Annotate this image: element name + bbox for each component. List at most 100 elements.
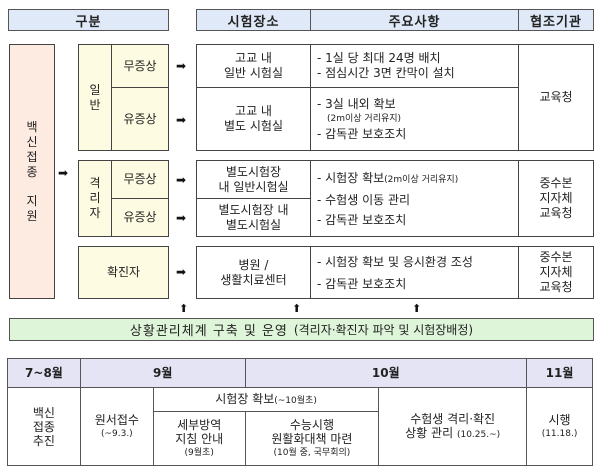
month-sep: 9월 bbox=[79, 358, 246, 388]
month-nov: 11월 bbox=[526, 358, 593, 388]
measures-cell: 수능시행 원활화대책 마련 (10월 중, 국무회의) bbox=[244, 411, 380, 466]
group-label-char: 반 bbox=[89, 97, 101, 112]
key-points-isolated: - 시험장 확보(2m이상 거리유지) - 수험생 이동 관리 - 감독관 보호… bbox=[310, 160, 519, 237]
vaccine-support-char: 신 bbox=[26, 134, 38, 149]
group-label-char: 격 bbox=[89, 176, 101, 190]
arrow-up-icon: ⬆ bbox=[292, 302, 302, 315]
arrow-right-icon: ➡ bbox=[176, 173, 187, 187]
arrow-right-icon: ➡ bbox=[176, 59, 187, 73]
key-point: - 3실 내외 확보 bbox=[317, 96, 396, 111]
group-general-label: 일 반 bbox=[78, 44, 112, 151]
venue-separate-site-separate-room: 별도시험장 내 별도시험실 bbox=[196, 198, 311, 237]
key-point: - 시험장 확보 및 응시환경 조성 bbox=[317, 254, 473, 269]
venue-line: 별도시험장 bbox=[225, 164, 282, 179]
arrow-up-icon: ⬆ bbox=[412, 302, 422, 315]
student-management-cell: 수험생 격리·확진 상황 관리 (10.25.~) bbox=[378, 387, 528, 466]
header-key-points: 주요사항 bbox=[310, 9, 519, 31]
cell-line: 수능시행 bbox=[289, 417, 335, 432]
application-cell: 원서접수 (~9.3.) bbox=[79, 387, 154, 466]
venue-secure-cell: 시험장 확보(~10월초) bbox=[152, 387, 380, 412]
vaccine-support-char: 백 bbox=[26, 119, 38, 134]
agency-general: 교육청 bbox=[518, 44, 594, 151]
month-jul-aug: 7~8월 bbox=[7, 358, 81, 388]
situation-management-text: 상황관리체계 구축 및 운영 bbox=[129, 324, 288, 339]
agency-line: 교육청 bbox=[539, 206, 573, 220]
symptom-asymptomatic: 무증상 bbox=[111, 160, 169, 199]
month-oct: 10월 bbox=[244, 358, 528, 388]
cell-line: 수험생 격리·확진 bbox=[410, 411, 496, 426]
header-cooperating-agency: 협조기관 bbox=[518, 9, 594, 31]
venue-school-general-room: 고교 내 일반 시험실 bbox=[196, 44, 311, 88]
agency-line: 지자체 bbox=[539, 191, 573, 205]
group-label-char: 자 bbox=[89, 206, 101, 220]
vaccine-support-char: 접 bbox=[26, 149, 38, 164]
key-points-general-asymptomatic: - 1실 당 최대 24명 배치 - 점심시간 3면 칸막이 설치 bbox=[310, 44, 519, 88]
agency-line: 중수본 bbox=[539, 176, 573, 190]
symptom-asymptomatic: 무증상 bbox=[111, 44, 169, 88]
vaccine-support-box: 백 신 접 종 지 원 bbox=[9, 44, 55, 299]
symptom-symptomatic: 유증상 bbox=[111, 198, 169, 237]
key-point: - 점심시간 3면 칸막이 설치 bbox=[317, 66, 455, 80]
group-isolated-label: 격 리 자 bbox=[78, 160, 112, 237]
cell-line: 세부방역 bbox=[177, 417, 222, 432]
cell-note: (11.18.) bbox=[541, 428, 578, 439]
venue-line: 병원 / bbox=[238, 257, 269, 272]
guidelines-cell: 세부방역 지침 안내 (9월초) bbox=[152, 411, 246, 466]
key-points-confirmed: - 시험장 확보 및 응시환경 조성 - 감독관 보호조치 bbox=[310, 246, 519, 299]
schedule-table: 7~8월 9월 10월 11월 백신 접종 추진 원서접수 (~9.3.) 시험… bbox=[7, 358, 593, 466]
group-label-char: 일 bbox=[89, 82, 101, 97]
situation-management-bar: 상황관리체계 구축 및 운영 (격리자·확진자 파악 및 시험장배정) bbox=[9, 318, 594, 341]
arrow-right-icon: ➡ bbox=[176, 265, 187, 279]
venue-hospital-center: 병원 / 생활치료센터 bbox=[196, 246, 311, 299]
arrow-right-icon: ➡ bbox=[58, 166, 69, 180]
exam-cell: 시행 (11.18.) bbox=[526, 387, 593, 466]
arrow-right-icon: ➡ bbox=[176, 113, 187, 127]
key-point: - 감독관 보호조치 bbox=[317, 212, 407, 227]
cell-line: 원서접수 bbox=[94, 412, 139, 427]
symptom-symptomatic: 유증상 bbox=[111, 87, 169, 151]
vaccine-support-char: 원 bbox=[26, 208, 38, 223]
venue-line: 고교 내 bbox=[235, 51, 272, 65]
cell-line: 상황 관리 bbox=[405, 425, 454, 440]
key-point: - 감독관 보호조치 bbox=[317, 126, 407, 141]
venue-line: 생활치료센터 bbox=[220, 272, 287, 287]
agency-line: 지자체 bbox=[539, 265, 573, 279]
key-point-note: (2m이상 거리유지) bbox=[384, 174, 459, 185]
key-point-main: - 시험장 확보 bbox=[317, 170, 385, 185]
agency-isolated: 중수본 지자체 교육청 bbox=[518, 160, 594, 237]
cell-line: 시행 bbox=[548, 412, 571, 427]
key-point: - 시험장 확보(2m이상 거리유지) bbox=[317, 168, 458, 190]
cell-line: 추진 bbox=[32, 433, 55, 448]
cell-line: 백신 bbox=[32, 405, 55, 420]
key-point-note: (2m이상 거리유지) bbox=[327, 113, 402, 124]
cell-note: (10.25.~) bbox=[456, 429, 501, 440]
venue-line: 별도시험장 내 bbox=[218, 202, 289, 217]
group-label-char: 리 bbox=[89, 191, 101, 205]
cell-line: 지침 안내 bbox=[175, 431, 224, 446]
cell-line: 원활화대책 마련 bbox=[271, 431, 353, 446]
vaccine-drive-cell: 백신 접종 추진 bbox=[7, 387, 81, 466]
agency-line: 중수본 bbox=[539, 250, 573, 264]
key-points-general-symptomatic: - 3실 내외 확보 (2m이상 거리유지) - 감독관 보호조치 bbox=[310, 87, 519, 151]
key-point: - 1실 당 최대 24명 배치 bbox=[317, 51, 441, 65]
venue-line: 내 일반시험실 bbox=[218, 179, 289, 194]
venue-school-separate-room: 고교 내 별도 시험실 bbox=[196, 87, 311, 151]
cell-note: (~10월초) bbox=[274, 395, 317, 406]
key-point: - 감독관 보호조치 bbox=[317, 276, 407, 291]
venue-line: 별도시험실 bbox=[225, 217, 282, 232]
cell-note: (9월초) bbox=[184, 447, 214, 458]
venue-separate-site-general-room: 별도시험장 내 일반시험실 bbox=[196, 160, 311, 199]
key-point: - 수험생 이동 관리 bbox=[317, 192, 411, 207]
group-confirmed-label: 확진자 bbox=[78, 246, 169, 299]
vaccine-support-char: 지 bbox=[26, 193, 38, 208]
venue-line: 고교 내 bbox=[235, 104, 272, 118]
cell-line: 시험장 확보 bbox=[215, 391, 275, 406]
cell-line: 접종 bbox=[32, 419, 55, 434]
cell-note: (~9.3.) bbox=[100, 428, 133, 439]
cell-note: (10월 중, 국무회의) bbox=[273, 447, 351, 458]
situation-management-note: (격리자·확진자 파악 및 시험장배정) bbox=[293, 323, 474, 337]
agency-confirmed: 중수본 지자체 교육청 bbox=[518, 246, 594, 299]
arrow-up-icon: ⬆ bbox=[179, 302, 189, 315]
venue-line: 일반 시험실 bbox=[223, 66, 283, 80]
venue-line: 별도 시험실 bbox=[223, 119, 283, 133]
